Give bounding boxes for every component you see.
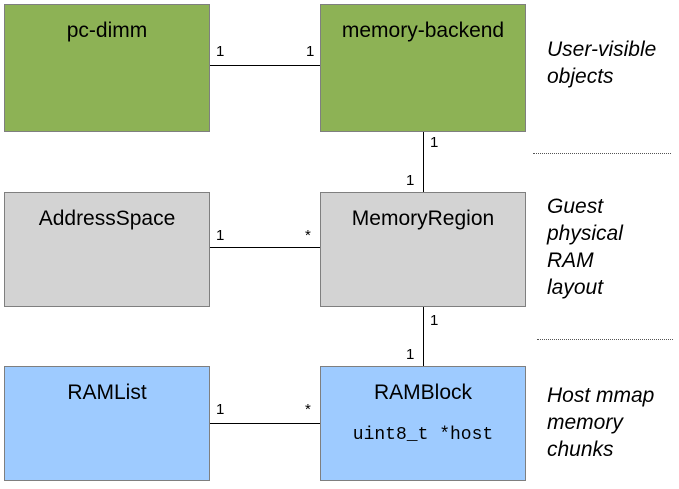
multiplicity-label: 1 [216, 401, 225, 418]
multiplicity-label: 1 [216, 227, 225, 244]
memory-backend-box: memory-backend [320, 4, 526, 132]
pc-dimm-label: pc-dimm [66, 19, 148, 42]
multiplicity-label: 1 [430, 312, 439, 329]
ram-block-host-field: uint8_t *host [352, 425, 494, 445]
memory-region-box: MemoryRegion [320, 192, 526, 307]
multiplicity-label: 1 [406, 172, 415, 189]
multiplicity-label: * [305, 227, 311, 244]
layer-separator [533, 153, 671, 154]
layer-caption-host-mmap: Host mmap memory chunks [547, 384, 655, 461]
layer-caption-user-visible: User-visible objects [547, 38, 657, 88]
pc-dimm-box: pc-dimm [4, 4, 210, 132]
memory-region-label: MemoryRegion [351, 207, 495, 230]
multiplicity-label: 1 [430, 134, 439, 151]
ramlist-block-connector [210, 423, 320, 424]
backend-region-connector [423, 132, 424, 192]
region-block-connector [423, 307, 424, 366]
multiplicity-label: 1 [216, 43, 225, 60]
as-region-connector [210, 247, 320, 248]
layer-separator [537, 339, 673, 340]
ram-list-box: RAMList [4, 366, 210, 481]
ram-block-box: RAMBlock uint8_t *host [320, 366, 526, 481]
ram-block-label: RAMBlock [373, 381, 473, 404]
ram-list-label: RAMList [67, 381, 147, 404]
layer-caption-guest-physical: Guest physical RAM layout [547, 195, 623, 299]
multiplicity-label: 1 [306, 43, 315, 60]
address-space-box: AddressSpace [4, 192, 210, 307]
address-space-label: AddressSpace [38, 207, 176, 230]
pcdimm-backend-connector [210, 65, 320, 66]
multiplicity-label: 1 [406, 346, 415, 363]
memory-backend-label: memory-backend [341, 19, 505, 42]
multiplicity-label: * [305, 401, 311, 418]
